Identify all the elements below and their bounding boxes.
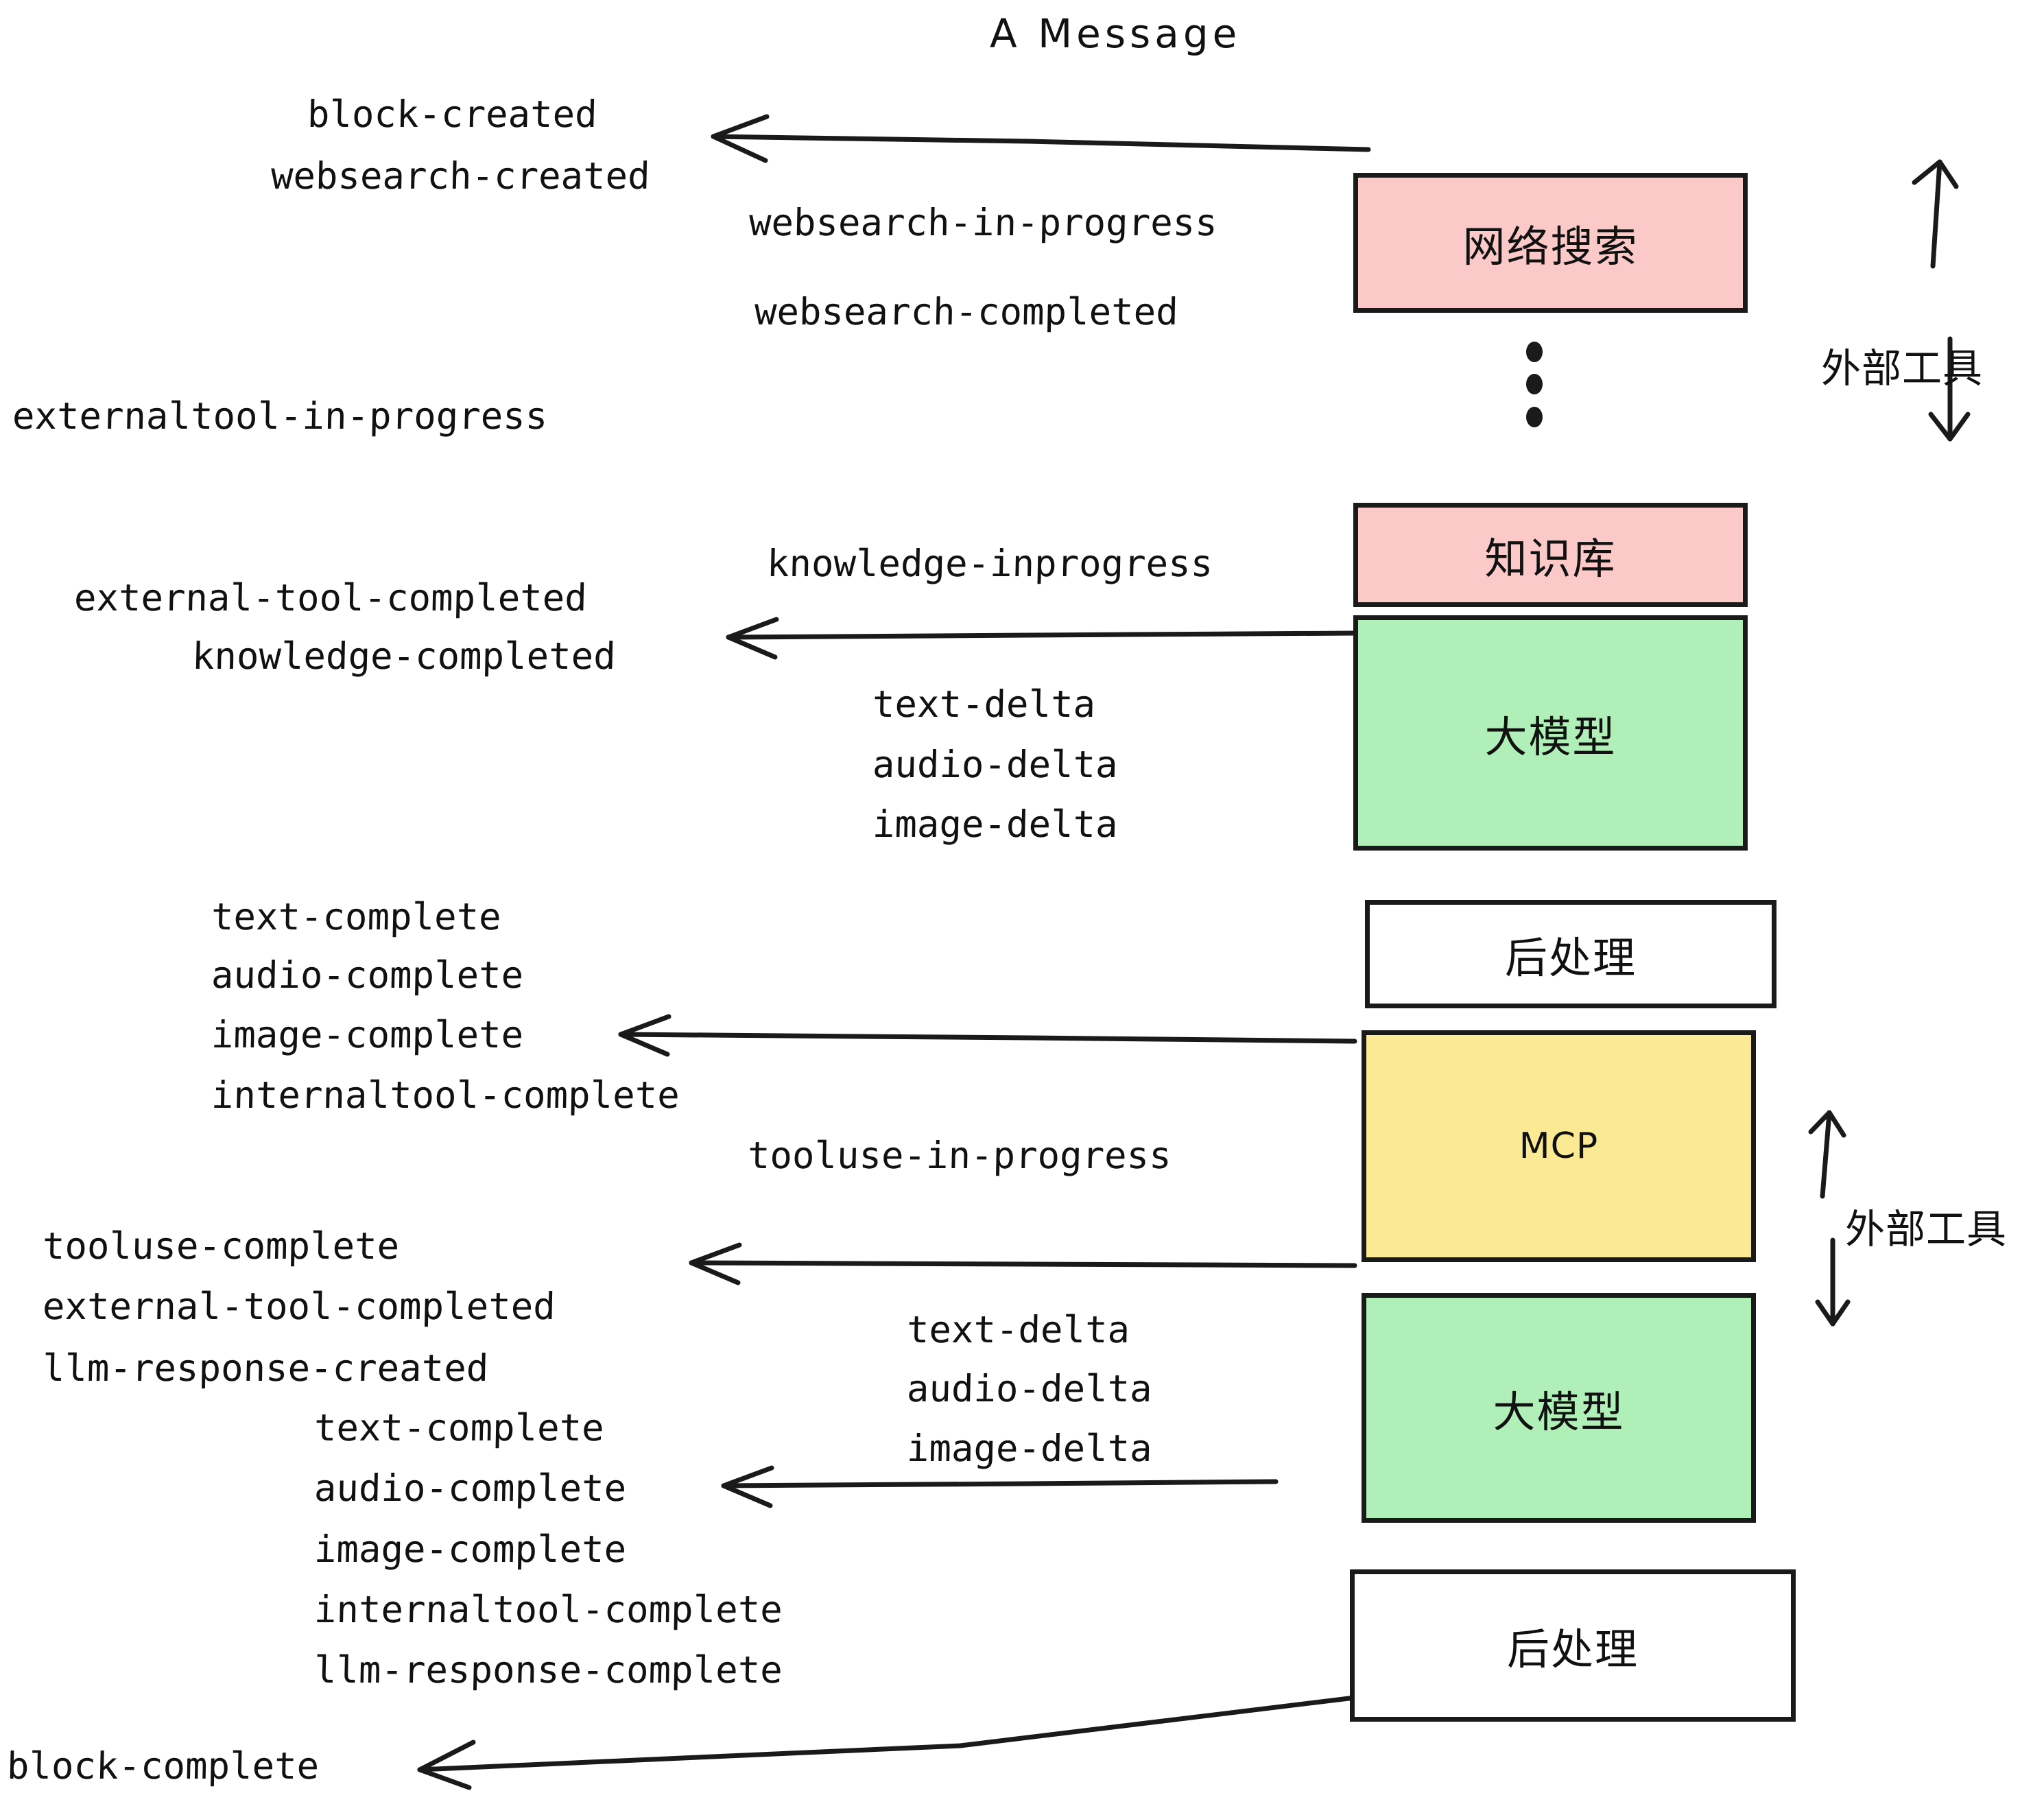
external-tools-bottom-arrow [1808, 1110, 1851, 1327]
event-websearch-in-progress: websearch-in-progress [748, 201, 1218, 244]
node-websearch-label: 网络搜索 [1462, 222, 1639, 272]
external-tools-top-label: 外部工具 [1821, 345, 1984, 392]
event-image-complete-1: image-complete [211, 1013, 524, 1056]
event-audio-delta-1: audio-delta [872, 743, 1119, 786]
node-post-bottom-label: 后处理 [1506, 1624, 1639, 1674]
event-internaltool-complete-1: internaltool-complete [211, 1073, 680, 1117]
event-llm-response-complete: llm-response-complete [313, 1648, 783, 1692]
arrow-knowledge-to-completed [726, 617, 1357, 660]
node-post-top-label: 后处理 [1504, 933, 1637, 983]
arrow-post-to-image-complete [618, 1014, 1357, 1057]
event-knowledge-inprogress: knowledge-inprogress [766, 542, 1213, 585]
arrow-mcp-to-tooluse-complete [689, 1242, 1357, 1285]
node-llm-top[interactable]: 大模型 [1353, 615, 1748, 851]
event-block-created: block-created [307, 93, 598, 136]
external-tools-bottom-label: 外部工具 [1845, 1206, 2008, 1253]
event-audio-complete-1: audio-complete [211, 953, 524, 997]
event-llm-response-created: llm-response-created [42, 1346, 489, 1390]
event-externaltool-in-progress: externaltool-in-progress [12, 394, 548, 438]
node-llm-bottom-label: 大模型 [1493, 1386, 1625, 1437]
node-llm-bottom[interactable]: 大模型 [1362, 1293, 1756, 1523]
event-text-complete-1: text-complete [211, 895, 502, 938]
event-tooluse-complete: tooluse-complete [42, 1224, 400, 1268]
node-knowledge[interactable]: 知识库 [1353, 503, 1748, 607]
event-text-delta-2: text-delta [906, 1308, 1130, 1351]
event-block-complete: block-complete [6, 1744, 320, 1788]
event-websearch-completed: websearch-completed [754, 290, 1179, 333]
page-title: A Message [990, 10, 1241, 57]
arrow-llm-to-audio-complete [721, 1465, 1279, 1508]
event-audio-complete-2: audio-complete [313, 1467, 627, 1510]
event-text-delta-1: text-delta [872, 683, 1096, 726]
node-post-bottom[interactable]: 后处理 [1350, 1569, 1796, 1722]
event-tooluse-in-progress: tooluse-in-progress [747, 1134, 1172, 1177]
arrow-post-to-block-complete [417, 1695, 1357, 1790]
node-knowledge-label: 知识库 [1484, 534, 1617, 584]
node-llm-top-label: 大模型 [1484, 711, 1617, 762]
event-text-complete-2: text-complete [313, 1406, 605, 1449]
node-mcp[interactable]: MCP [1362, 1030, 1756, 1262]
vertical-ellipsis [1526, 342, 1543, 427]
event-external-tool-completed-1: external-tool-completed [73, 576, 588, 619]
event-audio-delta-2: audio-delta [906, 1367, 1153, 1410]
event-websearch-created: websearch-created [270, 154, 651, 198]
event-knowledge-completed: knowledge-completed [191, 634, 617, 678]
external-tools-top-arrow [1912, 159, 1971, 442]
event-image-delta-1: image-delta [872, 803, 1119, 846]
event-external-tool-completed-2: external-tool-completed [42, 1285, 556, 1328]
event-internaltool-complete-2: internaltool-complete [313, 1588, 783, 1631]
node-mcp-label: MCP [1519, 1126, 1599, 1167]
node-post-top[interactable]: 后处理 [1365, 900, 1776, 1008]
event-image-delta-2: image-delta [906, 1427, 1153, 1470]
event-image-complete-2: image-complete [313, 1528, 627, 1571]
arrow-websearch-to-created [711, 114, 1371, 163]
node-websearch[interactable]: 网络搜索 [1353, 173, 1748, 313]
